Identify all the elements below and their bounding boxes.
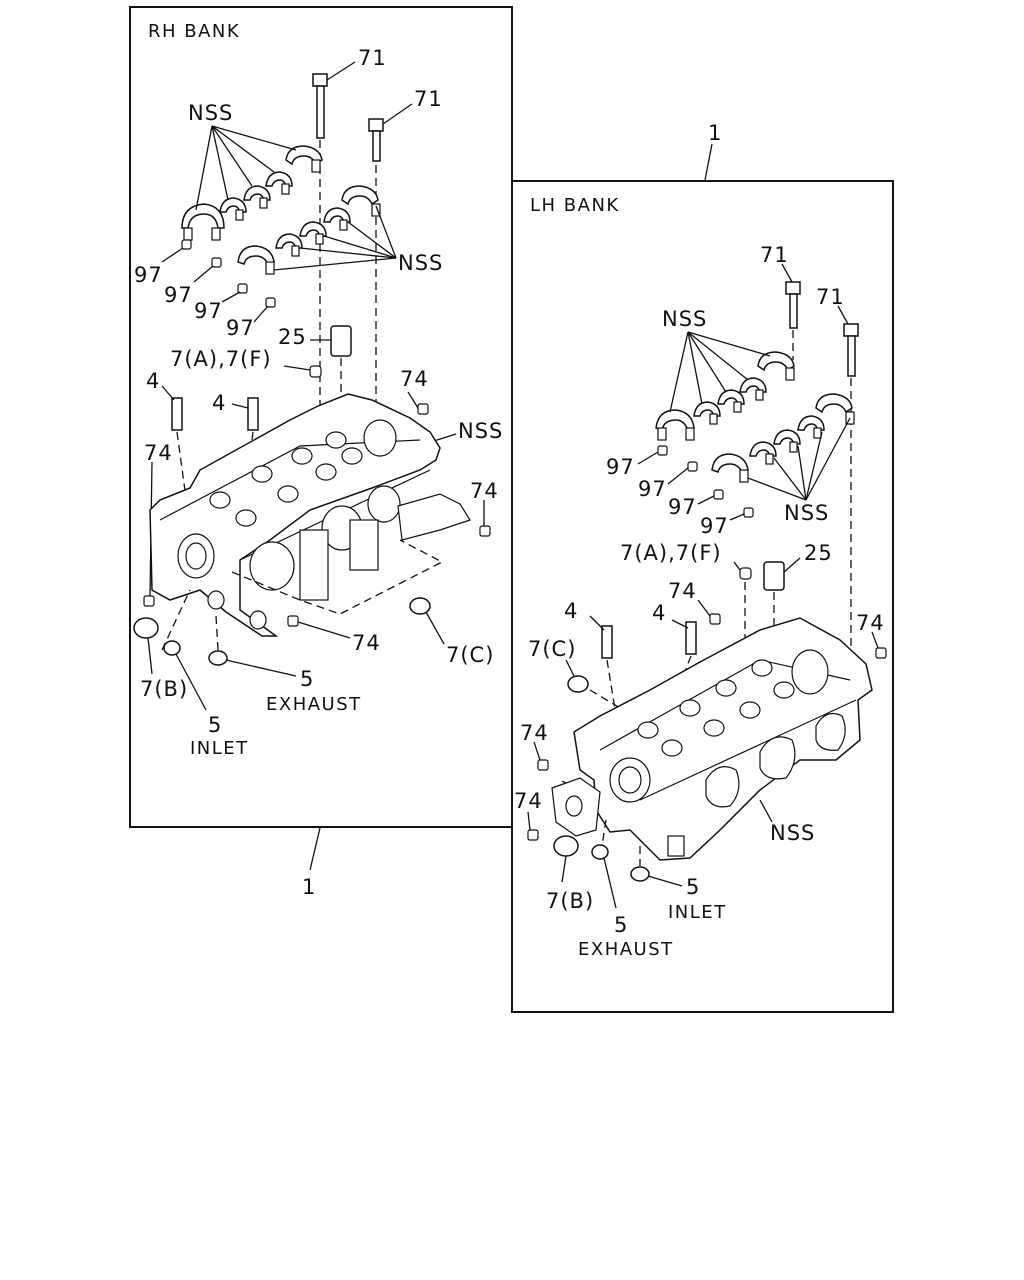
- rh-label-exhaust: EXHAUST: [266, 694, 362, 715]
- rh-label-74-a: 74: [400, 367, 429, 391]
- rh-bolt-71-a[interactable]: [312, 61, 356, 139]
- lh-label-5-exhaust: 5: [614, 913, 628, 937]
- lh-bank-title: LH BANK: [530, 195, 620, 216]
- lh-label-74-d: 74: [514, 789, 543, 813]
- lh-label-71-a: 71: [760, 243, 789, 267]
- lh-label-inlet: INLET: [668, 902, 727, 923]
- lh-label-7c: 7(C): [528, 637, 576, 661]
- rh-label-4-b: 4: [212, 391, 226, 415]
- rh-label-7b: 7(B): [140, 677, 188, 701]
- rh-seal-25[interactable]: [310, 325, 352, 357]
- rh-bearing-caps-lower[interactable]: [237, 185, 381, 275]
- lh-label-nss-head: NSS: [770, 821, 815, 845]
- rh-label-97-4: 97: [226, 316, 255, 340]
- lh-seal-5-inlet[interactable]: [630, 866, 683, 887]
- rh-plug-7c[interactable]: [409, 597, 445, 645]
- rh-label-97-3: 97: [194, 299, 223, 323]
- rh-label-4-a: 4: [146, 369, 160, 393]
- lh-plug-7b[interactable]: [553, 835, 579, 883]
- lh-dowels-97[interactable]: [637, 445, 754, 521]
- lh-label-7af: 7(A),7(F): [620, 541, 722, 565]
- lh-nut-74-c[interactable]: [533, 741, 549, 771]
- lh-cylinder-head[interactable]: [551, 617, 873, 861]
- rh-label-5-inlet: 5: [208, 713, 222, 737]
- lh-label-assembly-1: 1: [708, 121, 722, 145]
- rh-label-74-b: 74: [470, 479, 499, 503]
- rh-label-71-a: 71: [358, 46, 387, 70]
- lh-label-4-b: 4: [652, 601, 666, 625]
- rh-label-74-d: 74: [352, 631, 381, 655]
- lh-bank-frame: [511, 180, 894, 1013]
- lh-nut-74-b[interactable]: [871, 631, 887, 659]
- lh-stud-4-b[interactable]: [671, 619, 697, 655]
- rh-label-inlet: INLET: [190, 738, 249, 759]
- lh-seal-5-exhaust[interactable]: [591, 844, 617, 909]
- rh-bearing-caps-upper[interactable]: [181, 145, 323, 241]
- lh-bolt-71-b[interactable]: [837, 305, 859, 377]
- rh-label-97-2: 97: [164, 283, 193, 307]
- lh-nut-74-a[interactable]: [697, 599, 721, 625]
- lh-label-74-c: 74: [520, 721, 549, 745]
- rh-label-7af: 7(A),7(F): [170, 347, 272, 371]
- rh-label-71-b: 71: [414, 87, 443, 111]
- rh-label-nss-caps: NSS: [188, 101, 233, 125]
- lh-label-97-3: 97: [668, 495, 697, 519]
- lh-label-5-inlet: 5: [686, 875, 700, 899]
- rh-bank-panel: RH BANK 71 71 NS: [129, 6, 513, 899]
- lh-bearing-caps-lower[interactable]: [711, 393, 855, 483]
- rh-label-97-1: 97: [134, 263, 163, 287]
- rh-label-7c: 7(C): [446, 643, 494, 667]
- lh-label-nss-caps: NSS: [662, 307, 707, 331]
- rh-label-nss-head: NSS: [458, 419, 503, 443]
- rh-nut-74-b[interactable]: [479, 500, 491, 537]
- rh-plug-guide: [161, 589, 191, 651]
- rh-bank-title: RH BANK: [148, 21, 240, 42]
- rh-label-nss-caps-lower: NSS: [398, 251, 443, 275]
- lh-plug-7c[interactable]: [565, 659, 589, 693]
- lh-label-74-a: 74: [668, 579, 697, 603]
- lh-label-97-2: 97: [638, 477, 667, 501]
- rh-nut-74-a[interactable]: [407, 391, 429, 415]
- lh-label-71-b: 71: [816, 285, 845, 309]
- rh-label-5-exhaust: 5: [300, 667, 314, 691]
- lh-label-nss-caps-lower: NSS: [784, 501, 829, 525]
- lh-label-4-a: 4: [564, 599, 578, 623]
- lh-label-97-4: 97: [700, 514, 729, 538]
- rh-label-74-c: 74: [144, 441, 173, 465]
- lh-bolt-71-a[interactable]: [781, 263, 801, 329]
- lh-label-97-1: 97: [606, 455, 635, 479]
- lh-stud-4-a[interactable]: [589, 615, 613, 659]
- lh-label-25: 25: [804, 541, 833, 565]
- rh-cylinder-head[interactable]: [149, 393, 471, 637]
- rh-seal-5-inlet[interactable]: [163, 640, 207, 711]
- lh-label-7b: 7(B): [546, 889, 594, 913]
- rh-stud-4-b[interactable]: [231, 397, 259, 431]
- rh-nut-74-d[interactable]: [287, 615, 351, 639]
- lh-plug-7af[interactable]: [733, 561, 752, 580]
- lh-seal-25[interactable]: [763, 557, 801, 591]
- lh-nut-74-d[interactable]: [527, 811, 539, 841]
- lh-label-74-b: 74: [856, 611, 885, 635]
- rh-seal-5-exhaust[interactable]: [208, 650, 297, 677]
- rh-label-25: 25: [278, 325, 307, 349]
- rh-plug-7b[interactable]: [133, 617, 159, 675]
- lh-bank-panel: LH BANK 1 71 71: [511, 121, 894, 1013]
- lh-label-exhaust: EXHAUST: [578, 939, 674, 960]
- rh-dowels-97[interactable]: [161, 239, 276, 323]
- rh-bolt-71-b[interactable]: [368, 103, 413, 162]
- rh-plug-7af[interactable]: [283, 365, 322, 378]
- lh-bearing-caps-upper[interactable]: [655, 351, 795, 441]
- rh-label-assembly-1: 1: [302, 875, 316, 899]
- rh-stud-4-a[interactable]: [161, 385, 183, 431]
